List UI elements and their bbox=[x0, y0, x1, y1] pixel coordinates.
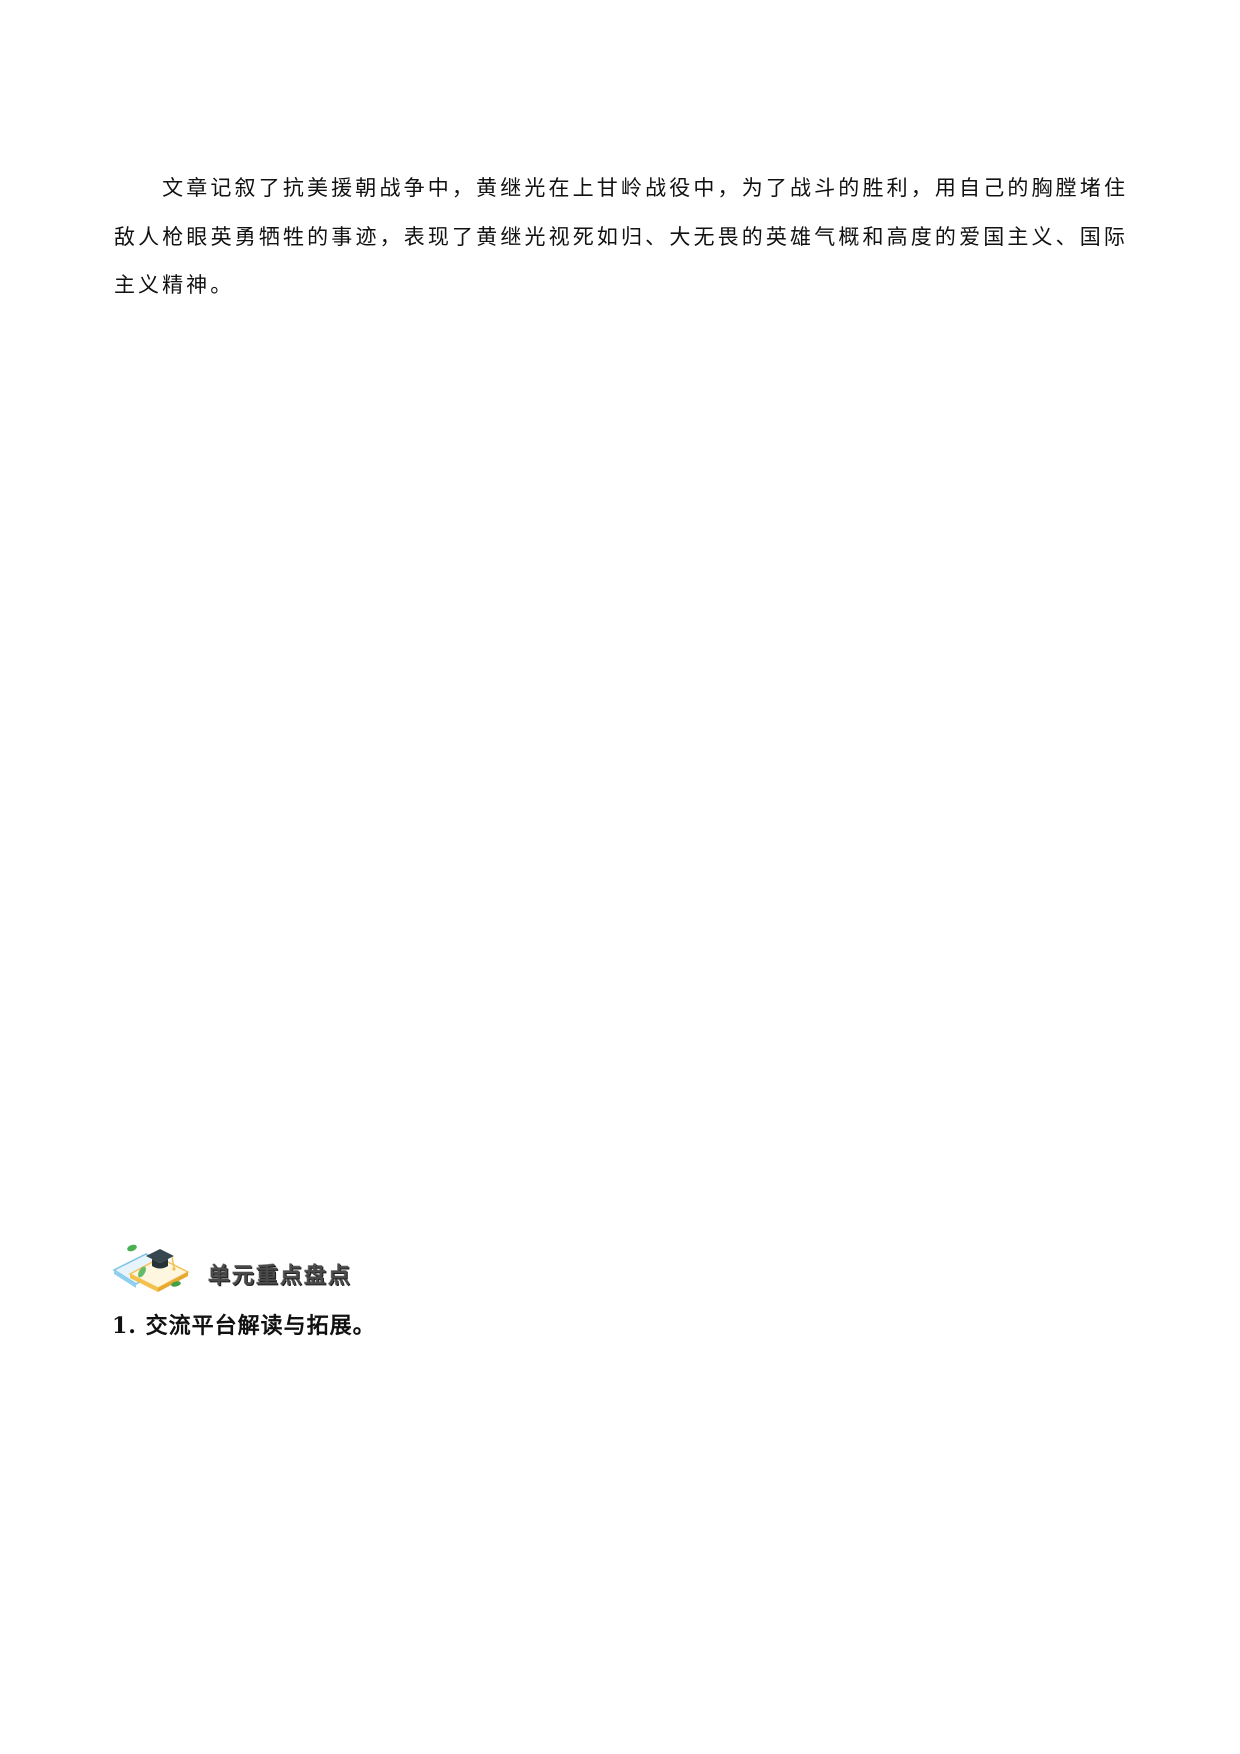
section-header: 单元重点盘点 bbox=[112, 1232, 352, 1292]
summary-text: 文章记叙了抗美援朝战争中，黄继光在上甘岭战役中，为了战斗的胜利，用自己的胸膛堵住… bbox=[114, 176, 1128, 297]
summary-paragraph: 文章记叙了抗美援朝战争中，黄继光在上甘岭战役中，为了战斗的胜利，用自己的胸膛堵住… bbox=[114, 164, 1128, 310]
section-title: 单元重点盘点 bbox=[208, 1264, 353, 1289]
item-heading: 1. 交流平台解读与拓展。 bbox=[112, 1313, 376, 1339]
graduation-cap-book-icon bbox=[112, 1240, 192, 1292]
